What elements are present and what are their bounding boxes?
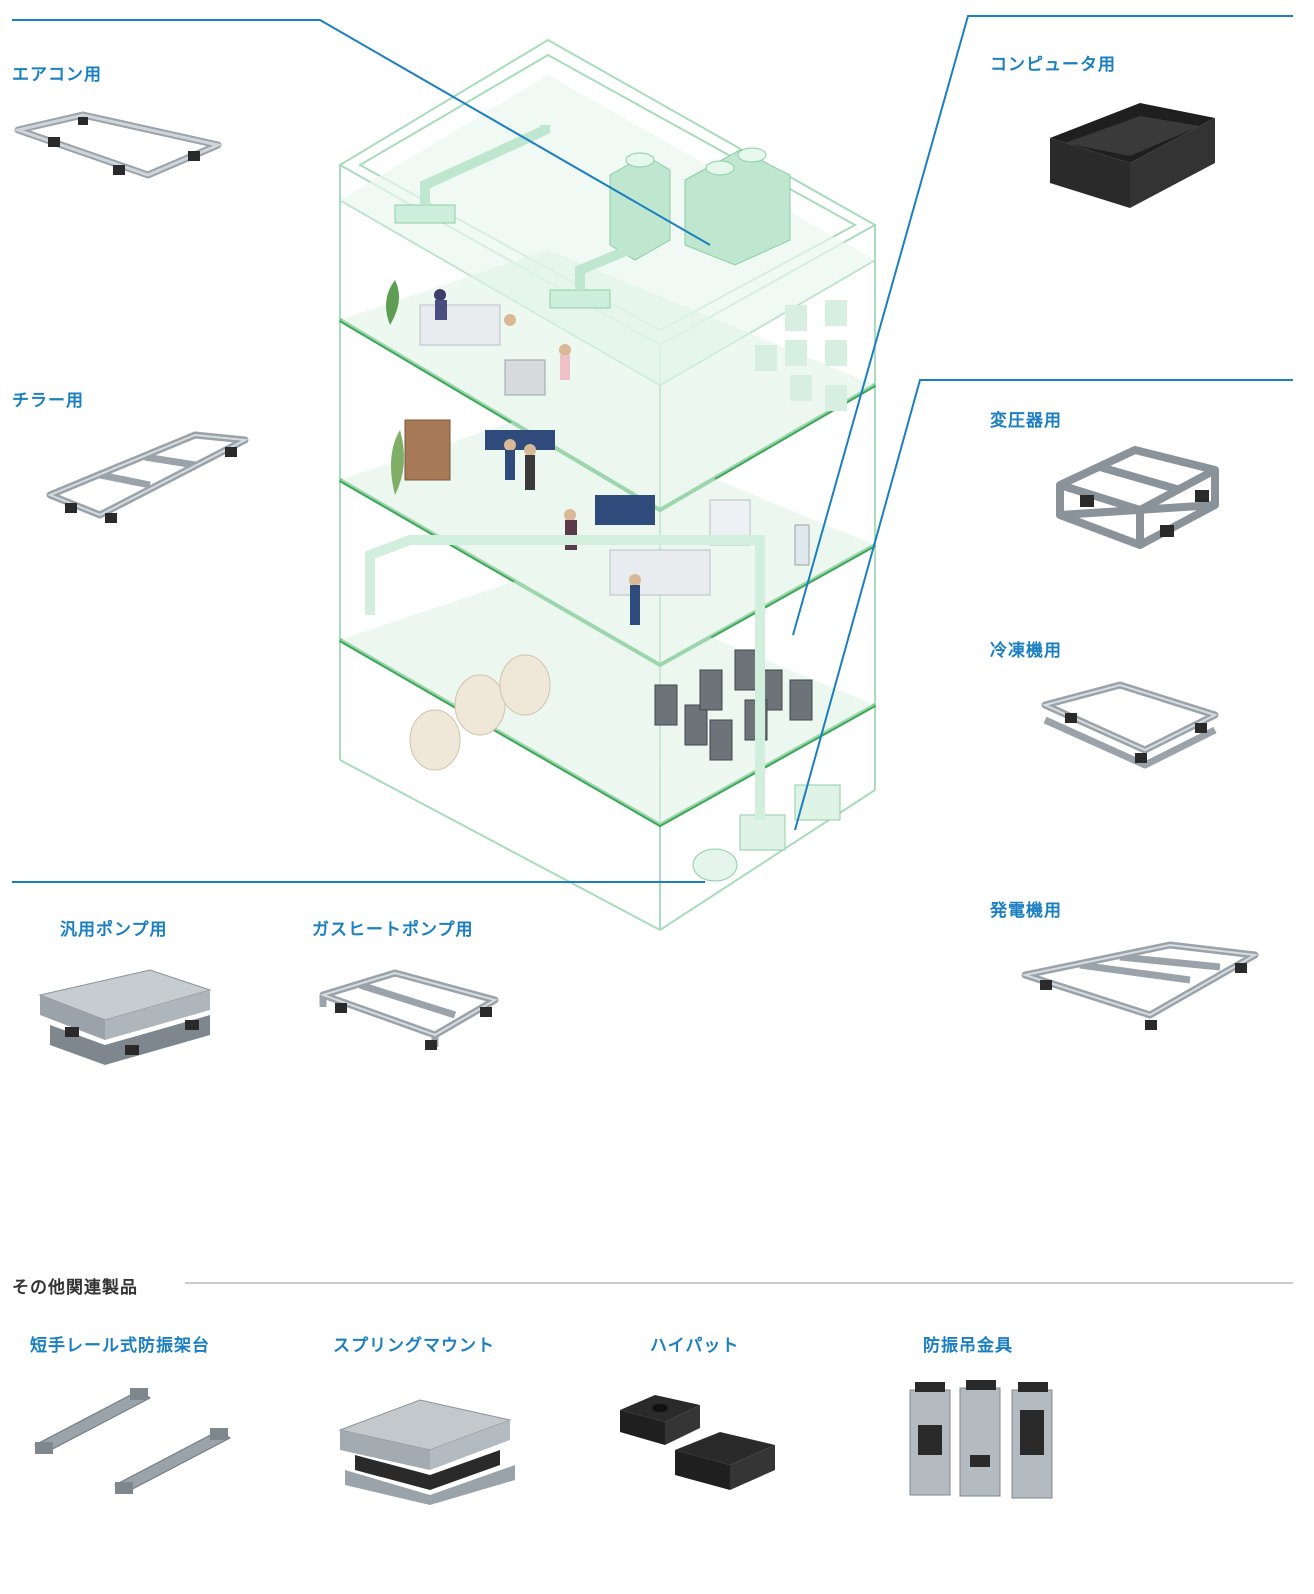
gas-heat-pump-frame-image bbox=[319, 969, 499, 1050]
label-transformer: 変圧器用 bbox=[990, 411, 1062, 431]
label-aircon: エアコン用 bbox=[12, 65, 102, 85]
office-floor-2 bbox=[391, 419, 810, 625]
aircon-frame-image bbox=[12, 111, 223, 179]
label-refrigerator: 冷凍機用 bbox=[990, 641, 1062, 661]
label-short-rail-mount: 短手レール式防振架台 bbox=[30, 1336, 210, 1356]
spring-mount-image bbox=[338, 1399, 515, 1505]
refrigerator-frame-image bbox=[1041, 681, 1219, 769]
roof-slab bbox=[340, 75, 875, 385]
hanger-bracket-image bbox=[909, 1380, 1053, 1499]
office-floor-3 bbox=[386, 280, 571, 396]
general-pump-base-image bbox=[38, 969, 212, 1065]
label-spring-mount: スプリングマウント bbox=[333, 1336, 495, 1356]
label-computer: コンピュータ用 bbox=[990, 55, 1116, 75]
leader-aircon bbox=[12, 19, 711, 246]
label-chiller: チラー用 bbox=[12, 391, 84, 411]
generator-frame-image bbox=[1021, 941, 1259, 1030]
hi-pad-image bbox=[620, 1395, 775, 1490]
label-hi-pad: ハイパット bbox=[650, 1336, 740, 1356]
label-hanger-bracket: 防振吊金具 bbox=[923, 1336, 1013, 1356]
label-general-pump: 汎用ポンプ用 bbox=[60, 920, 168, 940]
computer-frame-image bbox=[1050, 103, 1215, 208]
leader-lines bbox=[12, 15, 1293, 883]
leader-transformer bbox=[794, 379, 1293, 831]
short-rail-mount-image bbox=[34, 1388, 231, 1494]
label-gas-heat-pump: ガスヒートポンプ用 bbox=[312, 920, 474, 940]
transformer-frame-image bbox=[1056, 446, 1219, 549]
label-generator: 発電機用 bbox=[990, 901, 1062, 921]
roof-units bbox=[394, 125, 791, 309]
windows bbox=[755, 300, 847, 411]
machine-floor bbox=[365, 535, 841, 882]
chiller-frame-image bbox=[46, 431, 249, 523]
leader-computer bbox=[792, 15, 1293, 636]
related-products-title: その他関連製品 bbox=[12, 1278, 138, 1298]
